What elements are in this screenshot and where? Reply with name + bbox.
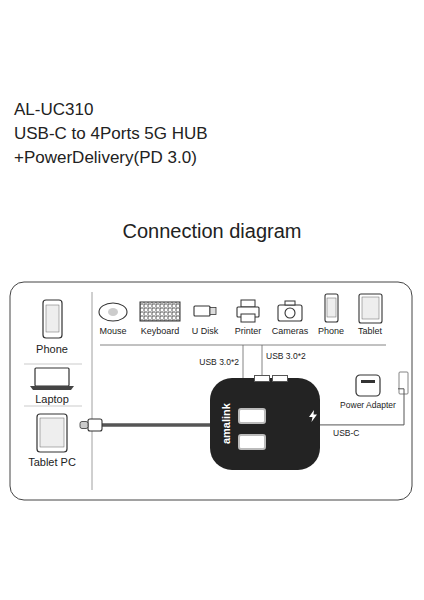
camera-icon xyxy=(278,305,302,321)
port-label: USB 3.0*2 xyxy=(266,351,306,361)
diagram-title: Connection diagram xyxy=(0,219,424,243)
product-name: +PowerDelivery(PD 3.0) xyxy=(14,148,197,168)
device-label: Keyboard xyxy=(141,326,180,337)
lightning-icon xyxy=(309,410,317,422)
device-label: Cameras xyxy=(272,326,309,337)
device-label: Mouse xyxy=(99,326,126,337)
phone-icon xyxy=(325,294,338,322)
edge-label: USB-C xyxy=(332,428,360,438)
tablet-icon xyxy=(37,414,67,452)
device-label: Laptop xyxy=(35,393,69,406)
device-label: Phone xyxy=(318,326,344,337)
model-number: AL-UC310 xyxy=(14,100,93,120)
adapter-icon xyxy=(353,372,383,398)
node-label: Power Adapter xyxy=(340,400,396,410)
usbc-plug xyxy=(88,419,102,431)
device-label: Tablet PC xyxy=(28,456,76,469)
mouse-icon xyxy=(99,303,127,321)
port-label: USB 3.0*2 xyxy=(199,357,239,367)
cable xyxy=(100,423,212,427)
hub-body: amalink xyxy=(210,378,320,470)
power-adapter: Power Adapter xyxy=(338,372,398,414)
device-label: Tablet xyxy=(358,326,382,337)
device-label: U Disk xyxy=(192,326,219,337)
usb-port xyxy=(238,408,266,424)
usb-port xyxy=(254,375,270,382)
usb-port xyxy=(272,375,288,382)
brand-text: amalink xyxy=(219,404,232,445)
laptop-icon xyxy=(35,368,69,386)
product-name: USB-C to 4Ports 5G HUB xyxy=(14,124,208,144)
phone-icon xyxy=(43,300,62,338)
lead-line xyxy=(262,345,263,378)
device-label: Phone xyxy=(36,343,68,356)
keyboard-icon xyxy=(140,302,180,321)
udisk-icon xyxy=(194,306,210,316)
usb-port xyxy=(238,434,266,450)
frame xyxy=(10,282,412,500)
tablet-icon xyxy=(359,294,382,323)
lead-line xyxy=(243,345,244,378)
device-label: Printer xyxy=(235,326,262,337)
